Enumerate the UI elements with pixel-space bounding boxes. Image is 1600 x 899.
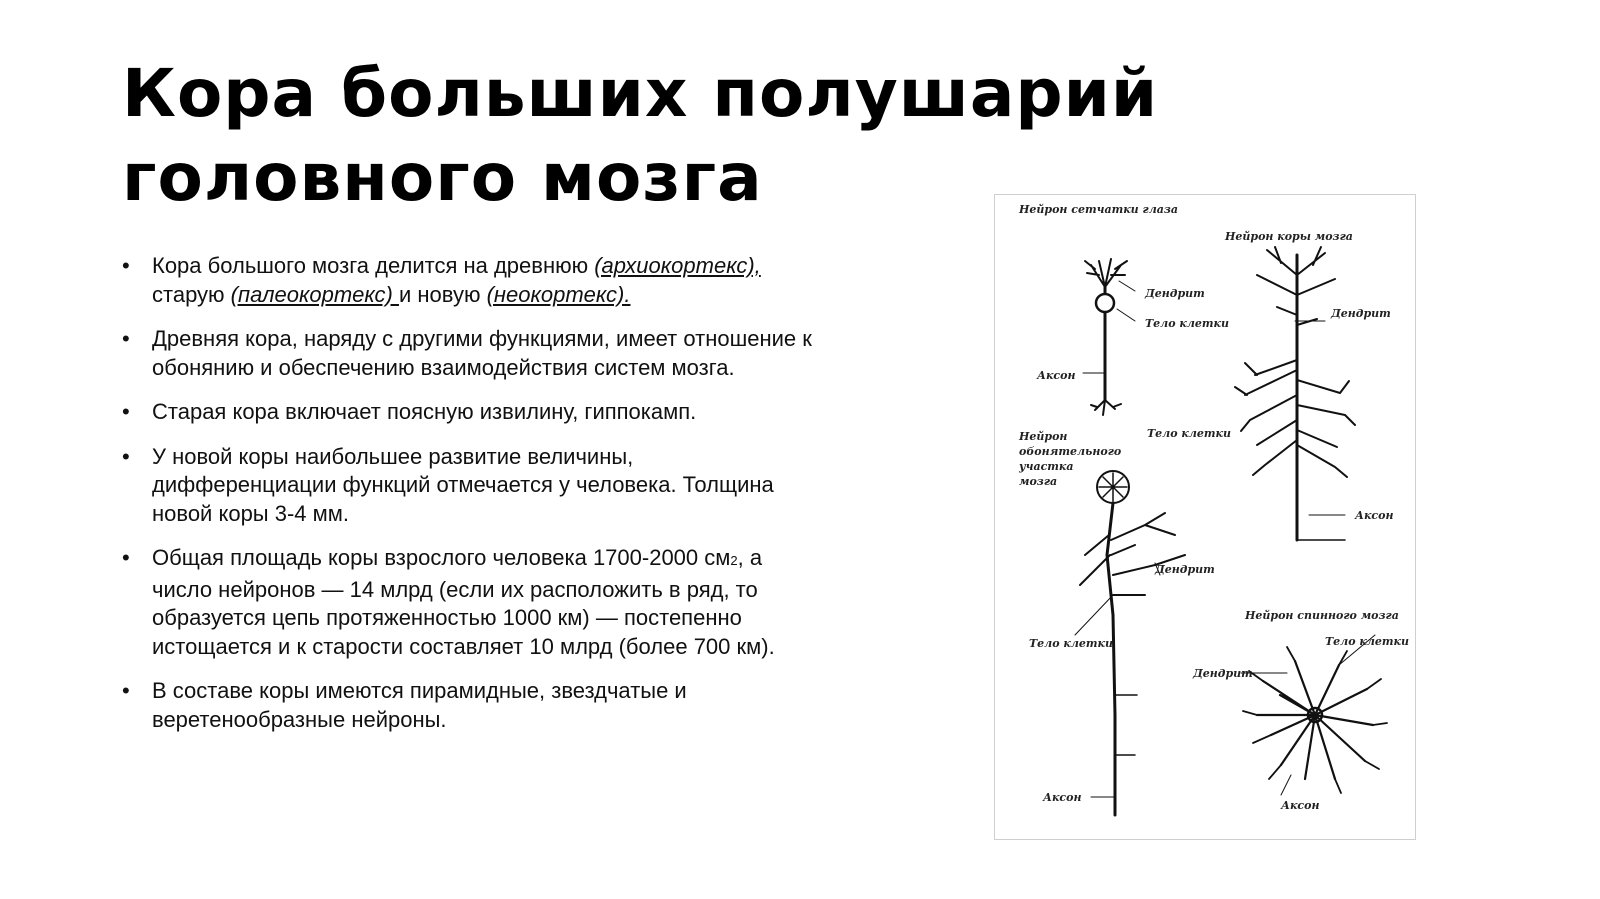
- retina-neuron-title: Нейрон сетчатки глаза: [1018, 203, 1178, 216]
- cortex-axon-label: Аксон: [1354, 509, 1393, 522]
- cortex-neuron-title: Нейрон коры мозга: [1224, 230, 1353, 243]
- bullet-text: Общая площадь коры взрослого человека 17…: [152, 545, 731, 570]
- neuron-types-figure: Нейрон сетчатки глаза Нейрон коры мозга …: [994, 194, 1416, 840]
- olfactory-title-line-2: обонятельного: [1019, 445, 1121, 458]
- cortex-cell-body-label: Тело клетки: [1147, 427, 1231, 440]
- retina-dendrite-label: Дендрит: [1144, 287, 1205, 300]
- retina-cell-body-label: Тело клетки: [1145, 317, 1229, 330]
- term-archicortex: (архиокортекс),: [594, 253, 761, 278]
- bullet-text: , а число нейронов — 14 млрд (если их ра…: [152, 545, 775, 659]
- bullet-list: Кора большого мозга делится на древнюю (…: [122, 252, 822, 750]
- title-line-1: Кора больших полушарий: [122, 55, 1159, 132]
- bullet-item-neuron-types: В составе коры имеются пирамидные, звезд…: [122, 677, 822, 734]
- spinal-neuron-title: Нейрон спинного мозга: [1244, 609, 1399, 622]
- spinal-neuron-drawing: [1240, 634, 1388, 796]
- cortex-dendrite-label: Дендрит: [1330, 307, 1391, 320]
- cortex-neuron-drawing: [1234, 246, 1356, 542]
- bullet-item-cortex-area: Общая площадь коры взрослого человека 17…: [122, 544, 822, 661]
- slide-title: Кора больших полушарий головного мозга: [122, 52, 1222, 220]
- bullet-text: Кора большого мозга делится на древнюю: [152, 253, 595, 278]
- retina-neuron-drawing: [1082, 258, 1136, 416]
- olfactory-title-line-4: мозга: [1019, 475, 1057, 488]
- bullet-item-cortex-division: Кора большого мозга делится на древнюю (…: [122, 252, 822, 309]
- neuron-diagram: Нейрон сетчатки глаза Нейрон коры мозга …: [1018, 203, 1409, 817]
- superscript-2: 2: [730, 553, 738, 568]
- olfactory-axon-label: Аксон: [1042, 791, 1081, 804]
- olfactory-title-line-3: участка: [1018, 460, 1073, 473]
- olfactory-neuron-drawing: [1074, 470, 1186, 817]
- olfactory-dendrite-label: Дендрит: [1154, 563, 1215, 576]
- term-neocortex: (неокортекс).: [486, 281, 631, 307]
- bullet-text: старую: [152, 281, 231, 307]
- bullet-item-old-cortex: Старая кора включает поясную извилину, г…: [122, 398, 822, 427]
- olfactory-cell-body-label: Тело клетки: [1029, 637, 1113, 650]
- term-paleocortex: (палеокортекс): [230, 281, 399, 307]
- bullet-item-new-cortex: У новой коры наибольшее развитие величин…: [122, 443, 822, 529]
- spinal-dendrite-label: Дендрит: [1192, 667, 1253, 680]
- olfactory-title-line-1: Нейрон: [1018, 430, 1067, 443]
- bullet-item-ancient-cortex: Древняя кора, наряду с другими функциями…: [122, 325, 822, 382]
- bullet-text: и новую: [398, 281, 487, 307]
- spinal-cell-body-label: Тело клетки: [1325, 635, 1409, 648]
- retina-axon-label: Аксон: [1036, 369, 1075, 382]
- title-line-2: головного мозга: [122, 139, 763, 216]
- spinal-axon-label: Аксон: [1280, 799, 1319, 812]
